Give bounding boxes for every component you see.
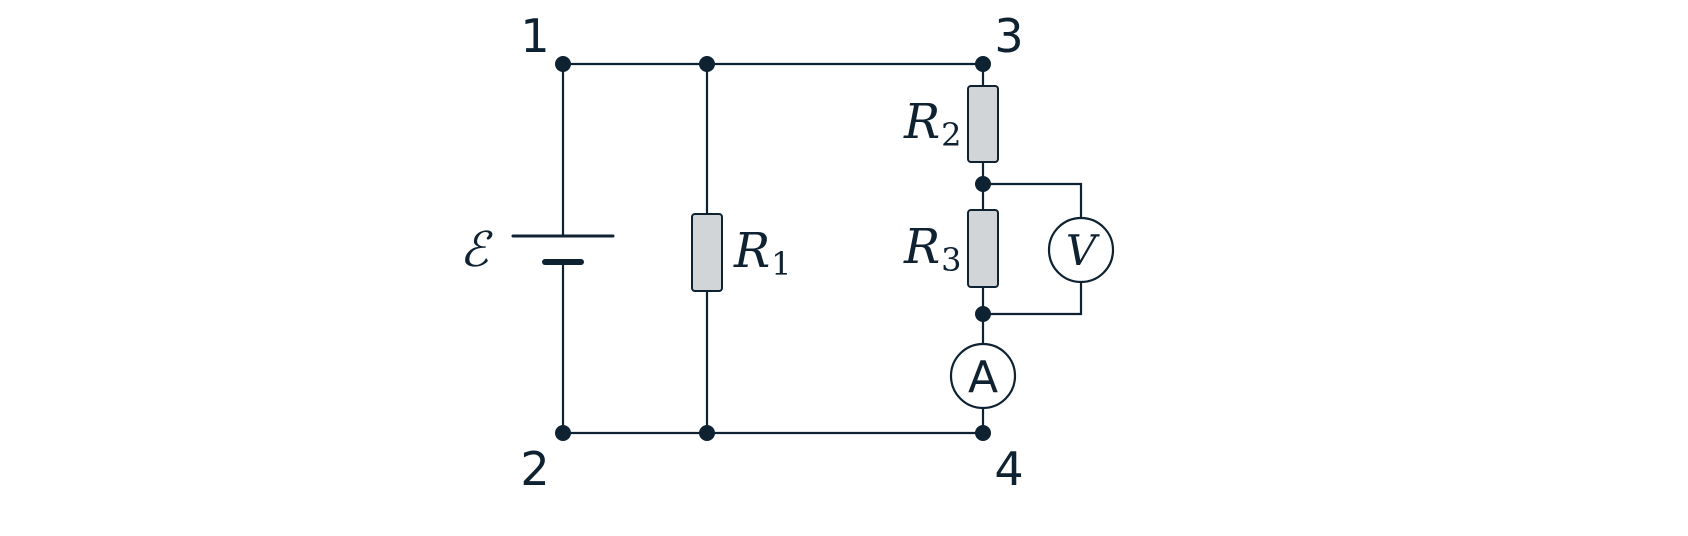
battery: ℰ bbox=[459, 222, 615, 278]
ammeter-circle bbox=[949, 342, 1017, 410]
label-r2: R2 bbox=[903, 94, 962, 154]
junction-3 bbox=[975, 56, 991, 72]
ammeter-label: A bbox=[968, 352, 998, 403]
resistor-r2 bbox=[967, 85, 999, 163]
wires bbox=[561, 62, 1083, 435]
junction-r2-r3 bbox=[975, 176, 991, 192]
junction-top-mid bbox=[699, 56, 715, 72]
voltmeter: V bbox=[1047, 216, 1115, 284]
emf-label: ℰ bbox=[459, 222, 493, 278]
junction-4 bbox=[975, 425, 991, 441]
node-label-2: 2 bbox=[520, 442, 549, 496]
node-label-1: 1 bbox=[520, 9, 549, 63]
wire-voltmeter-bottom bbox=[981, 280, 1083, 316]
label-r3: R3 bbox=[903, 219, 962, 279]
voltmeter-label: V bbox=[1066, 226, 1100, 275]
resistor-r3 bbox=[967, 209, 999, 288]
junction-bottom-mid bbox=[699, 425, 715, 441]
wire-voltmeter-top bbox=[981, 182, 1083, 220]
junction-2 bbox=[555, 425, 571, 441]
resistor-r1 bbox=[691, 213, 723, 292]
junctions bbox=[555, 56, 991, 441]
label-r1: R1 bbox=[733, 223, 792, 283]
ammeter: A bbox=[949, 342, 1017, 410]
junction-r3-ammeter bbox=[975, 306, 991, 322]
junction-1 bbox=[555, 56, 571, 72]
voltmeter-circle bbox=[1047, 216, 1115, 284]
node-label-3: 3 bbox=[994, 9, 1023, 63]
node-label-4: 4 bbox=[994, 442, 1023, 496]
